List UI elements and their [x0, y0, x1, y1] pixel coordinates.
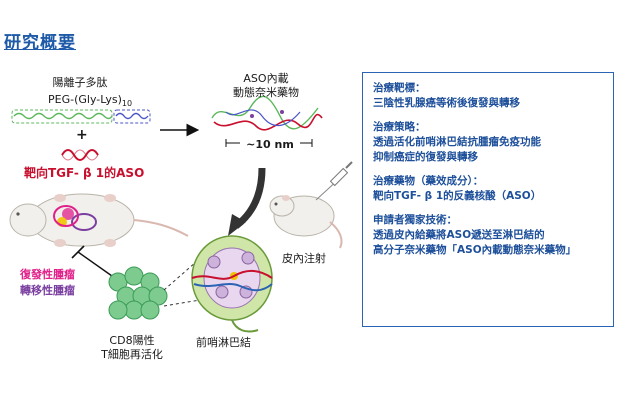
- polymer-formula: PEG-(Gly-Lys)10: [48, 93, 132, 111]
- tcell-line1: CD8陽性: [109, 334, 155, 347]
- lymph-node-label: 前哨淋巴結: [196, 336, 251, 349]
- aso-target-label: 靶向TGF- β 1的ASO: [24, 166, 145, 180]
- info-heading: 申請者獨家技術：: [373, 214, 457, 226]
- info-heading: 治療藥物（藥效成分）：: [373, 175, 484, 187]
- plus-sign: +: [76, 127, 88, 143]
- info-line: 透過活化前哨淋巴結抗腫瘤免疫功能: [373, 136, 541, 148]
- polymer-formula-text: PEG-(Gly-Lys): [48, 93, 122, 106]
- polymer-strand-icon: [11, 109, 151, 124]
- nanoparticle-icon: [211, 95, 323, 147]
- page-title: 研究概要: [4, 33, 76, 53]
- injection-mouse-icon: [269, 195, 343, 249]
- nanoparticle-size: ~10 nm: [240, 138, 300, 152]
- info-heading: 治療靶標：: [373, 82, 426, 94]
- delivery-arrow: [233, 167, 266, 229]
- tumor-line2: 轉移性腫瘤: [20, 284, 75, 297]
- polymer-name: 陽離子多肽: [52, 76, 108, 89]
- info-line: 抑制癌症的復發與轉移: [373, 151, 478, 163]
- info-line: 三陰性乳腺癌等術後復發與轉移: [373, 97, 520, 109]
- info-section-drug: 治療藥物（藥效成分）： 靶向TGF- β 1的反義核酸（ASO）: [373, 174, 603, 204]
- injection-label: 皮內注射: [282, 252, 326, 265]
- polymer-subscript: 10: [121, 99, 133, 109]
- lymph-node-icon: [191, 235, 273, 333]
- info-line: 靶向TGF- β 1的反義核酸（ASO）: [373, 190, 542, 202]
- info-section-target: 治療靶標： 三陰性乳腺癌等術後復發與轉移: [373, 81, 603, 111]
- syringe-icon: [315, 161, 353, 201]
- aso-strand-icon: [61, 149, 99, 161]
- mouse-icon: [9, 193, 189, 247]
- info-section-strategy: 治療策略： 透過活化前哨淋巴結抗腫瘤免疫功能 抑制癌症的復發與轉移: [373, 120, 603, 165]
- info-line: 透過皮內給藥將ASO遞送至淋巴結的: [373, 229, 545, 241]
- info-section-technology: 申請者獨家技術： 透過皮內給藥將ASO遞送至淋巴結的 高分子奈米藥物「ASO內載…: [373, 213, 603, 258]
- nanoparticle-line2: 動態奈米藥物: [233, 86, 299, 99]
- info-box: 治療靶標： 三陰性乳腺癌等術後復發與轉移 治療策略： 透過活化前哨淋巴結抗腫瘤免…: [362, 72, 614, 327]
- inhibition-line: [77, 251, 113, 277]
- nanoparticle-line1: ASO內載: [243, 72, 289, 85]
- tcell-line2: T細胞再活化: [101, 348, 163, 361]
- tumor-line1: 復發性腫瘤: [20, 268, 75, 281]
- info-line: 高分子奈米藥物「ASO內載動態奈米藥物」: [373, 244, 577, 256]
- info-heading: 治療策略：: [373, 121, 426, 133]
- tcell-cluster-icon: [108, 266, 168, 320]
